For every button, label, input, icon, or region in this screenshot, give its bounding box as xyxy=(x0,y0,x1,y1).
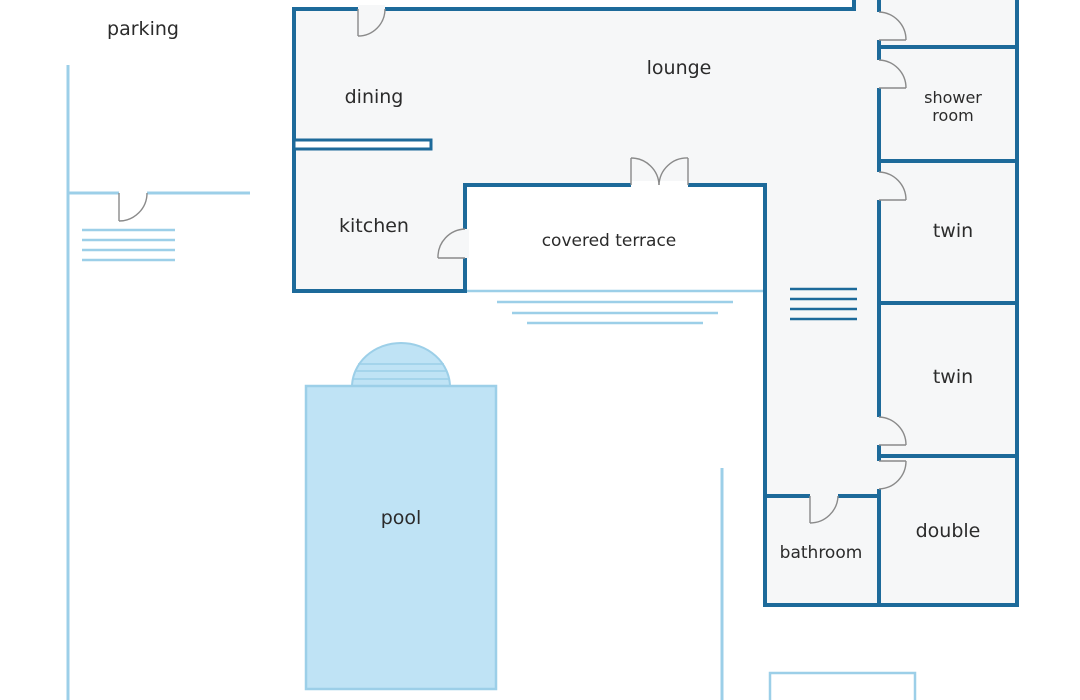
label-parking: parking xyxy=(107,18,179,40)
doors xyxy=(357,8,907,524)
garden-steps xyxy=(82,228,175,262)
pool xyxy=(304,342,498,691)
exterior-walls xyxy=(292,0,1019,607)
label-shower-room-2: room xyxy=(932,106,973,125)
label-double: double xyxy=(916,520,981,542)
covered-terrace-area xyxy=(467,187,763,290)
gate xyxy=(118,189,148,222)
label-twin-1: twin xyxy=(933,220,973,242)
interior-walls xyxy=(292,0,1019,607)
terrace-steps xyxy=(467,289,763,325)
label-bathroom: bathroom xyxy=(780,543,863,563)
label-covered-terrace: covered terrace xyxy=(542,231,677,251)
stairs-corridor xyxy=(790,287,857,321)
house-fill xyxy=(294,0,1017,605)
label-shower-room-1: shower xyxy=(924,88,982,107)
site-boundaries xyxy=(66,65,724,700)
label-lounge: lounge xyxy=(647,57,712,79)
label-kitchen: kitchen xyxy=(339,215,409,237)
label-twin-2: twin xyxy=(933,366,973,388)
room-labels: parking lounge dining kitchen covered te… xyxy=(107,18,982,563)
label-pool: pool xyxy=(381,507,422,529)
label-dining: dining xyxy=(345,86,404,108)
outbuilding xyxy=(768,671,917,700)
